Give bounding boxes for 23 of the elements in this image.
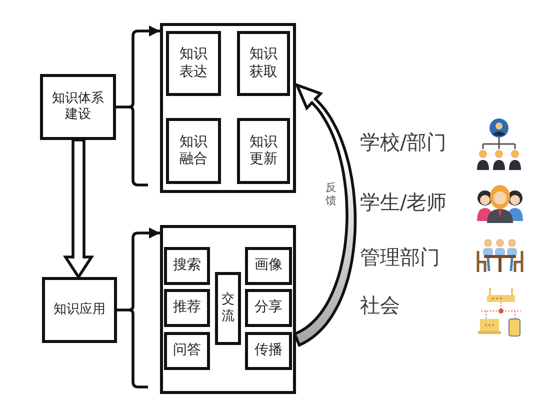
item-box: 知识获取 xyxy=(237,31,290,96)
bracket-arrow xyxy=(117,228,160,312)
item-box: 传播 xyxy=(245,332,292,370)
item-box: 交流 xyxy=(215,272,241,345)
role-label: 社会 xyxy=(360,294,400,316)
edge-label: 反馈 xyxy=(325,180,337,208)
item-box: 知识更新 xyxy=(237,118,290,184)
item-box: 画像 xyxy=(245,247,292,285)
item-box: 知识表达 xyxy=(166,31,221,96)
item-box: 搜索 xyxy=(164,247,210,285)
item-box: 分享 xyxy=(245,289,292,327)
process-box: 知识应用 xyxy=(42,277,117,343)
bracket-arrow xyxy=(116,26,160,108)
item-box: 问答 xyxy=(164,332,210,370)
item-box: 推荐 xyxy=(164,289,210,327)
block-arrow xyxy=(62,138,94,280)
group-box xyxy=(160,23,296,193)
role-label: 管理部门 xyxy=(360,246,440,268)
process-box: 知识体系建设 xyxy=(40,74,116,140)
role-label: 学生/老师 xyxy=(360,191,447,213)
role-label: 学校/部门 xyxy=(360,131,447,153)
item-box: 知识融合 xyxy=(166,118,221,184)
group-box xyxy=(160,225,296,394)
